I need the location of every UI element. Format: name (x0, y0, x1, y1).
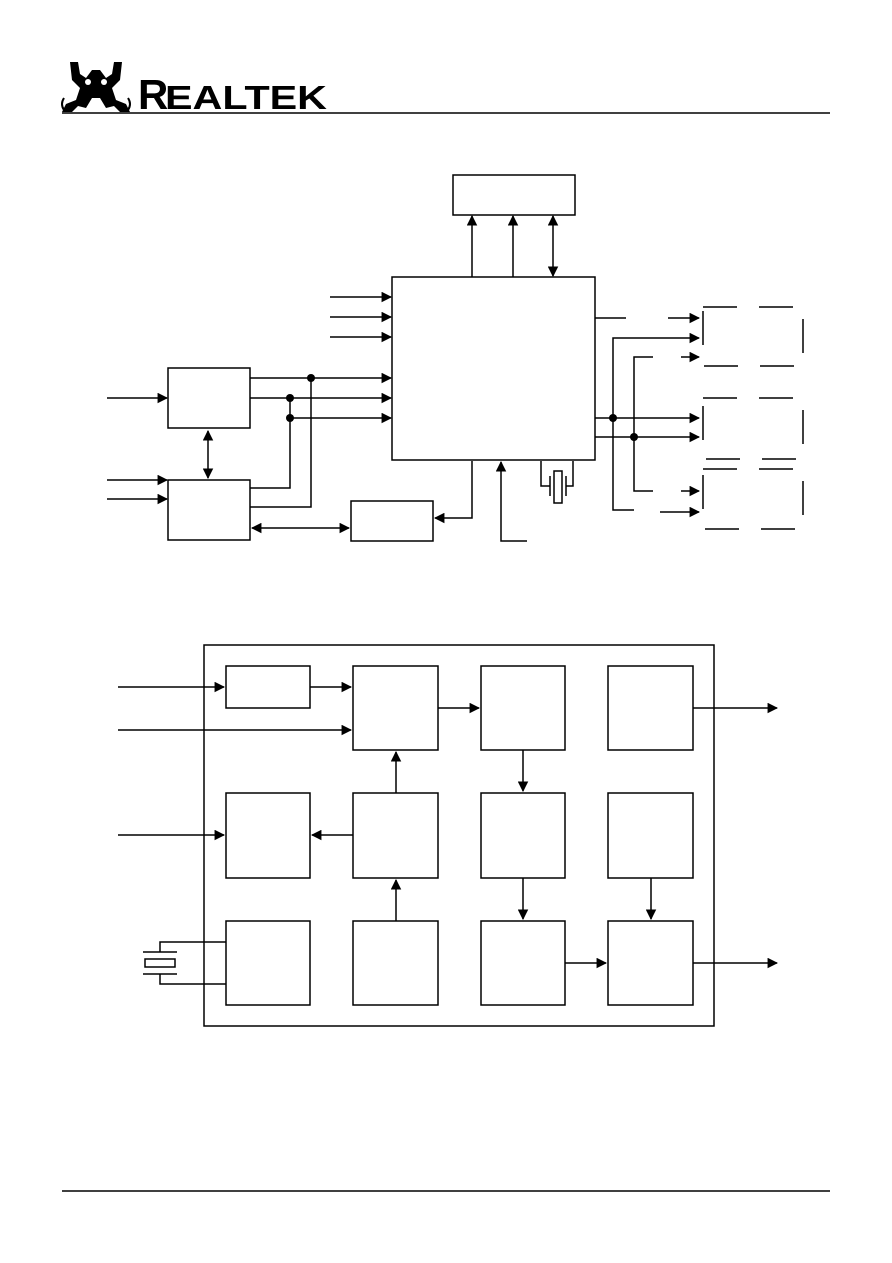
crystal-symbol-2 (143, 941, 226, 985)
internal-block-diagram (118, 644, 779, 1027)
output-box-2 (702, 397, 804, 460)
system-block-diagram (107, 174, 804, 542)
top-memory-block (452, 174, 576, 216)
wire-lower-1 (250, 398, 291, 489)
realtek-logo: R EALTEK (61, 62, 327, 118)
middle-lower-block (350, 500, 434, 542)
block-r1c4 (607, 665, 694, 751)
left-upper-block (167, 367, 251, 429)
crystal-symbol-1 (540, 461, 574, 504)
out-wire-3 (633, 356, 653, 437)
output-box-1 (702, 306, 804, 367)
block-r1c2 (352, 665, 439, 751)
out-wire-7 (612, 418, 634, 511)
left-lower-block (167, 479, 251, 541)
bottom-input (495, 460, 527, 542)
wire-lower-2 (250, 378, 312, 508)
block-r2c3 (480, 792, 566, 879)
out-wire-2 (612, 332, 701, 418)
block-r2c4 (607, 792, 694, 879)
output-box-3 (702, 468, 804, 530)
block-r3c1 (225, 920, 311, 1006)
realtek-crab-logo-icon (61, 62, 131, 112)
block-r1c1 (225, 665, 311, 709)
block-r3c4 (607, 920, 694, 1006)
block-r3c3 (480, 920, 566, 1006)
out-wire-6 (633, 437, 653, 492)
main-controller-block (391, 276, 596, 461)
main-to-middle (433, 461, 473, 524)
block-r1c3 (480, 665, 566, 751)
block-r2c2 (352, 792, 439, 879)
chip-outline (203, 644, 715, 1027)
block-r3c2 (352, 920, 439, 1006)
brand-rest: EALTEK (165, 79, 327, 116)
brand-initial: R (138, 71, 168, 118)
junction-dots (286, 374, 638, 441)
block-r2c1 (225, 792, 311, 879)
